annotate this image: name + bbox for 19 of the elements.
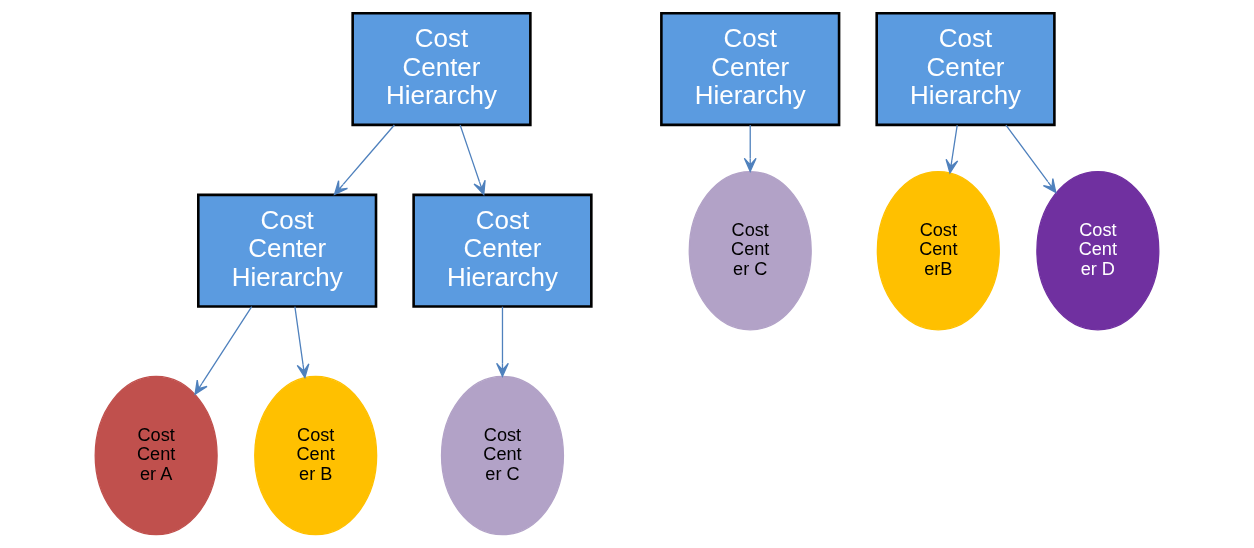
arrow (496, 306, 509, 377)
node-ellipse: Cost Cent erB (876, 170, 1000, 331)
node-box: Cost Center Hierarchy (412, 193, 593, 308)
arrow (294, 306, 310, 379)
node-ellipse: Cost Cent er A (94, 375, 218, 536)
node-box: Cost Center Hierarchy (875, 12, 1056, 127)
node-ellipse: Cost Cent er B (254, 375, 378, 536)
node-ellipse: Cost Cent er D (1036, 170, 1160, 331)
node-ellipse: Cost Cent er C (440, 375, 565, 536)
arrow (333, 124, 395, 196)
arrow (743, 124, 757, 172)
arrow (1005, 124, 1057, 194)
node-box: Cost Center Hierarchy (660, 12, 841, 127)
node-box: Cost Center Hierarchy (197, 193, 378, 308)
node-box: Cost Center Hierarchy (351, 12, 532, 127)
arrow (945, 124, 959, 174)
node-ellipse: Cost Cent er C (688, 170, 812, 331)
arrow (459, 124, 486, 196)
arrow (194, 306, 253, 395)
